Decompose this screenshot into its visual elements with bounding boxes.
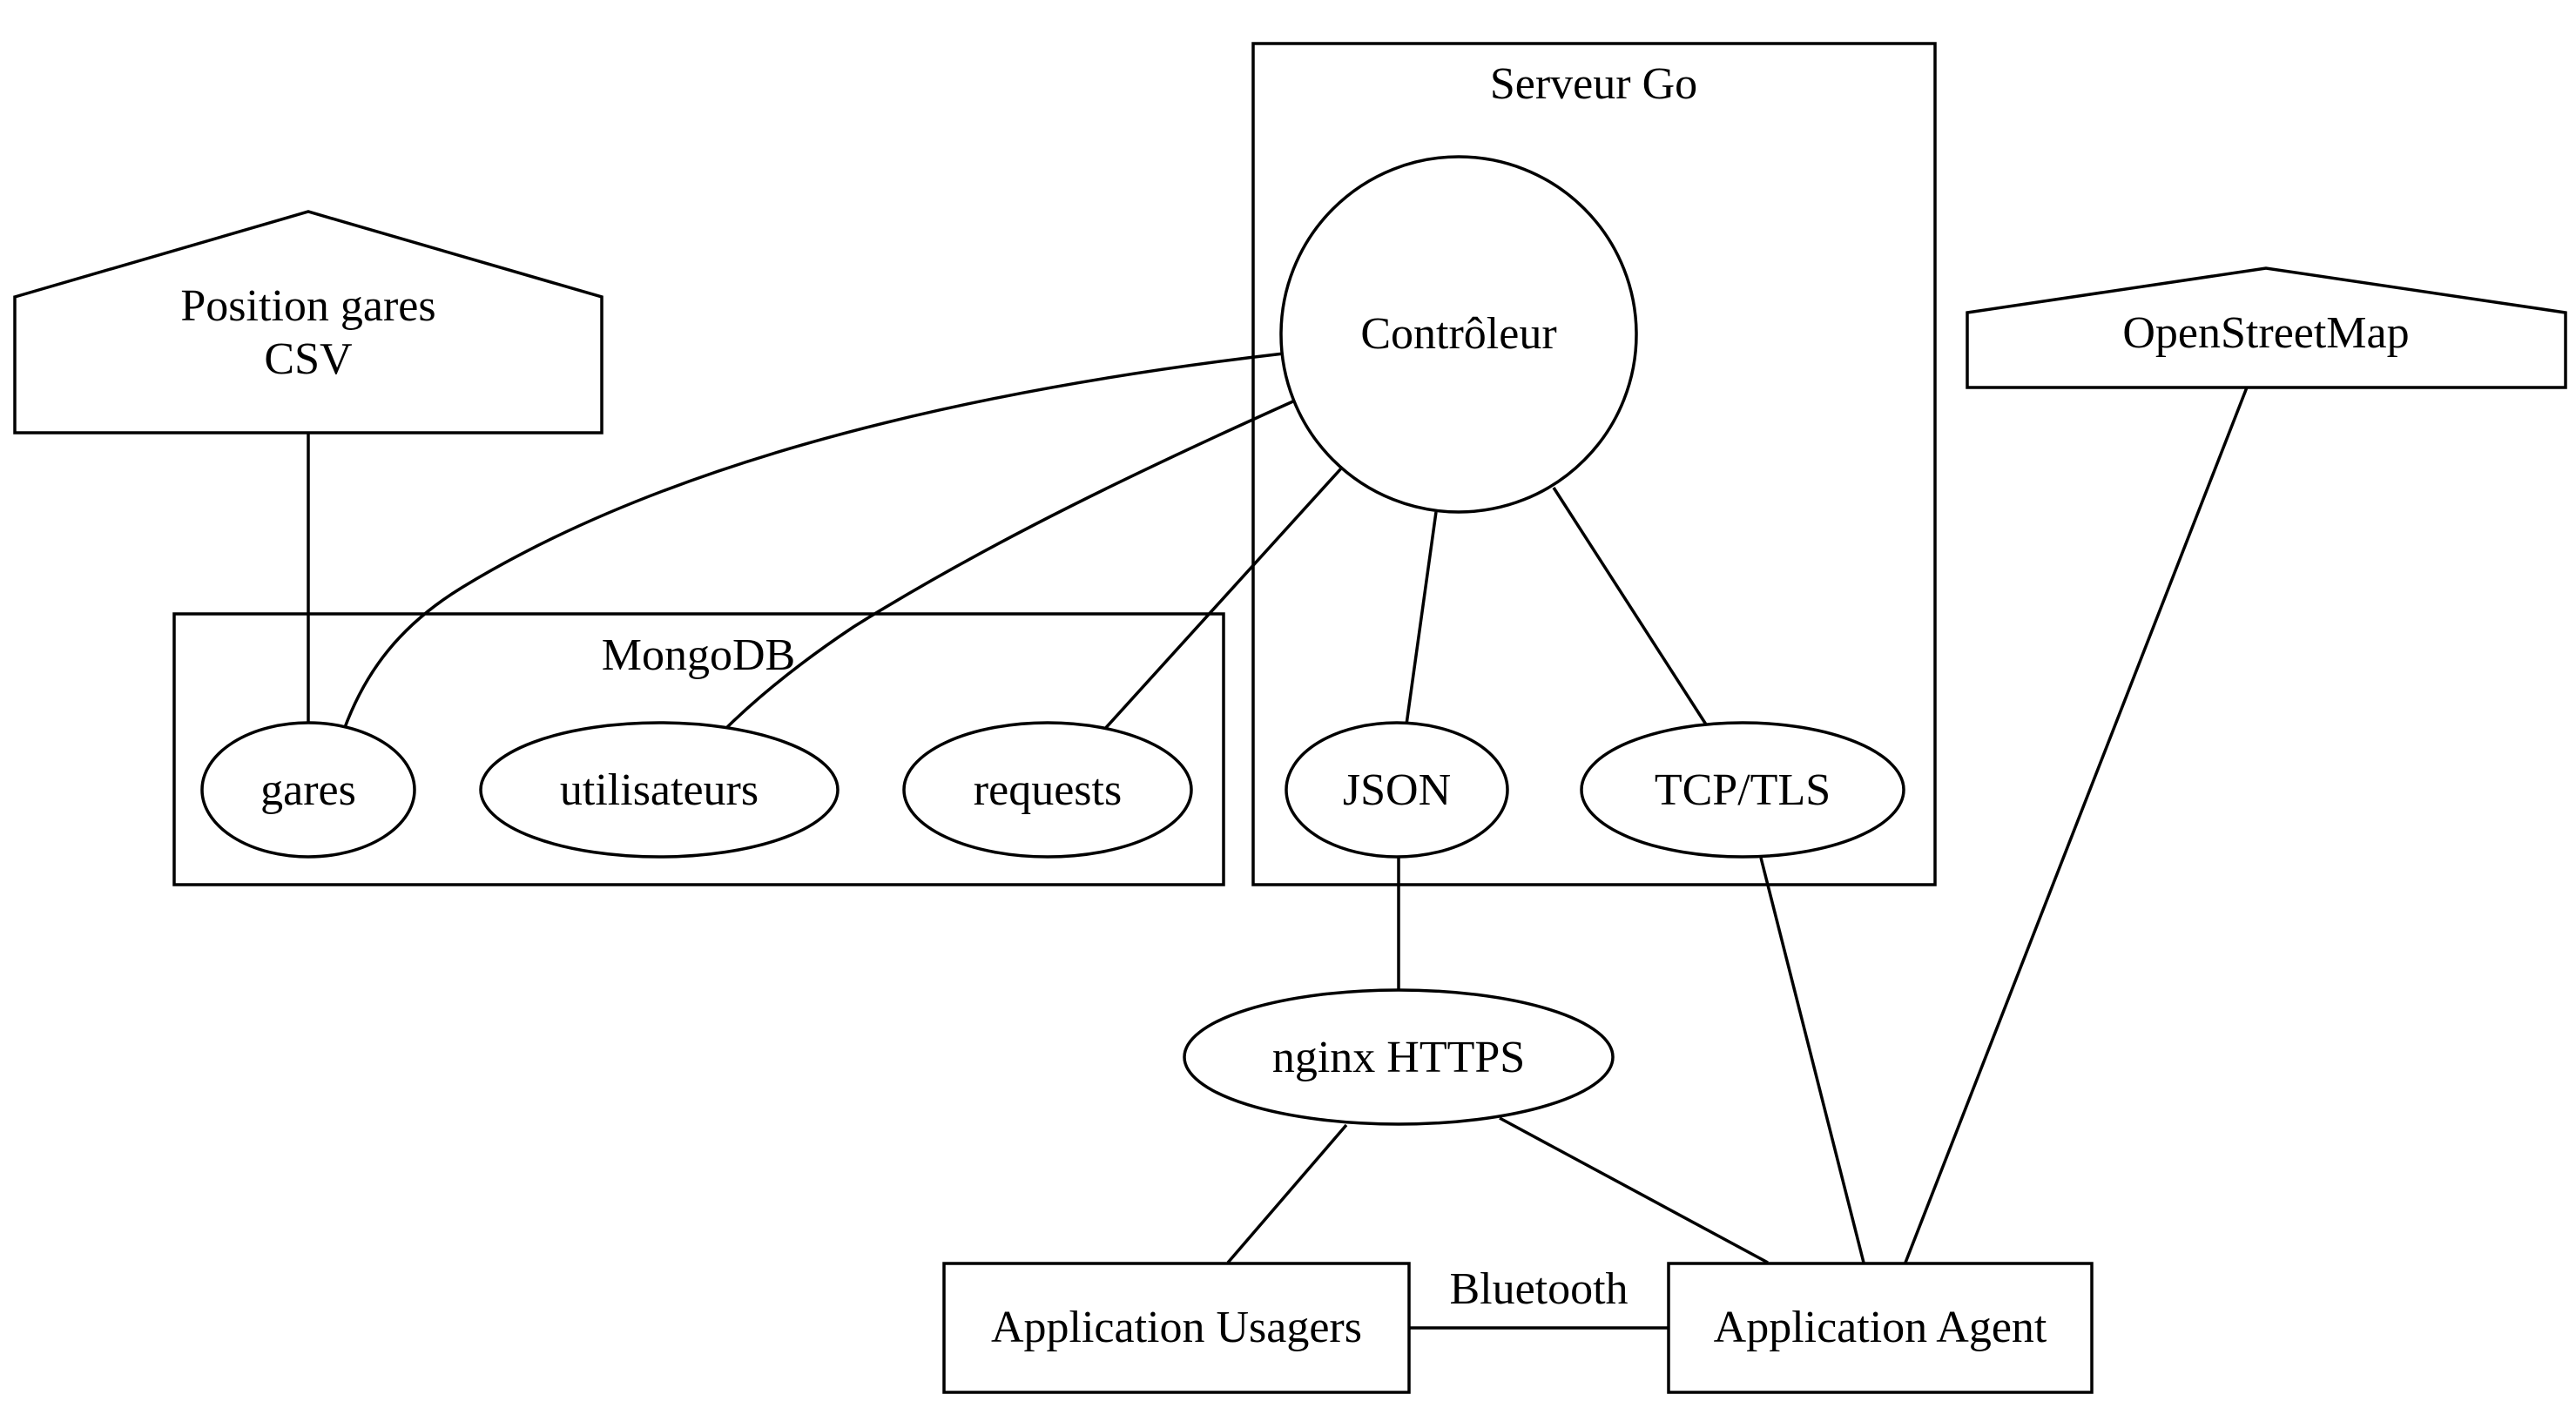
node-gares: gares	[200, 721, 416, 859]
edge-openstreetmap-to-app-agent	[1904, 387, 2249, 1263]
cluster-mongodb: MongoDB	[172, 612, 1225, 886]
cluster-serveur-go-label: Serveur Go	[1490, 59, 1697, 109]
edge-controleur-to-utilisateurs	[719, 399, 1296, 735]
node-json: JSON	[1285, 721, 1509, 859]
node-app-agent: Application Agent	[1667, 1262, 2094, 1394]
node-openstreetmap: OpenStreetMap	[1966, 266, 2567, 389]
edge-nginx-to-app-usagers	[1226, 1123, 1348, 1264]
node-controleur: Contrôleur	[1279, 155, 1638, 514]
node-json-label: JSON	[1343, 765, 1451, 815]
node-nginx-label: nginx HTTPS	[1272, 1033, 1525, 1082]
node-position-gares: Position gares CSV	[13, 210, 604, 435]
node-requests-label: requests	[974, 765, 1122, 815]
edge-controleur-to-tcp-tls	[1552, 487, 1708, 725]
node-controleur-label: Contrôleur	[1360, 309, 1556, 359]
edge-tcp-tls-to-app-agent	[1759, 857, 1865, 1263]
edge-controleur-to-requests	[1101, 467, 1343, 733]
edge-nginx-to-app-agent	[1499, 1116, 1769, 1264]
node-utilisateurs-label: utilisateurs	[560, 765, 759, 815]
node-utilisateurs: utilisateurs	[479, 721, 840, 859]
edge-bluetooth-label: Bluetooth	[1449, 1264, 1628, 1314]
node-gares-label: gares	[260, 765, 356, 815]
node-requests: requests	[902, 721, 1193, 859]
node-app-usagers: Application Usagers	[942, 1262, 1411, 1394]
node-tcp-tls-label: TCP/TLS	[1655, 765, 1831, 815]
node-nginx: nginx HTTPS	[1183, 988, 1615, 1126]
cluster-serveur-go: Serveur Go	[1251, 42, 1937, 886]
node-position-gares-label-line2: CSV	[264, 334, 352, 384]
node-openstreetmap-label: OpenStreetMap	[2122, 308, 2409, 358]
node-position-gares-label-line1: Position gares	[180, 281, 435, 331]
node-app-agent-label: Application Agent	[1714, 1303, 2047, 1352]
node-tcp-tls: TCP/TLS	[1580, 721, 1905, 859]
edge-controleur-to-json	[1405, 511, 1438, 725]
cluster-mongodb-label: MongoDB	[602, 630, 795, 680]
node-app-usagers-label: Application Usagers	[991, 1303, 1362, 1352]
edges	[307, 352, 2249, 1330]
edge-controleur-to-gares	[342, 352, 1285, 731]
